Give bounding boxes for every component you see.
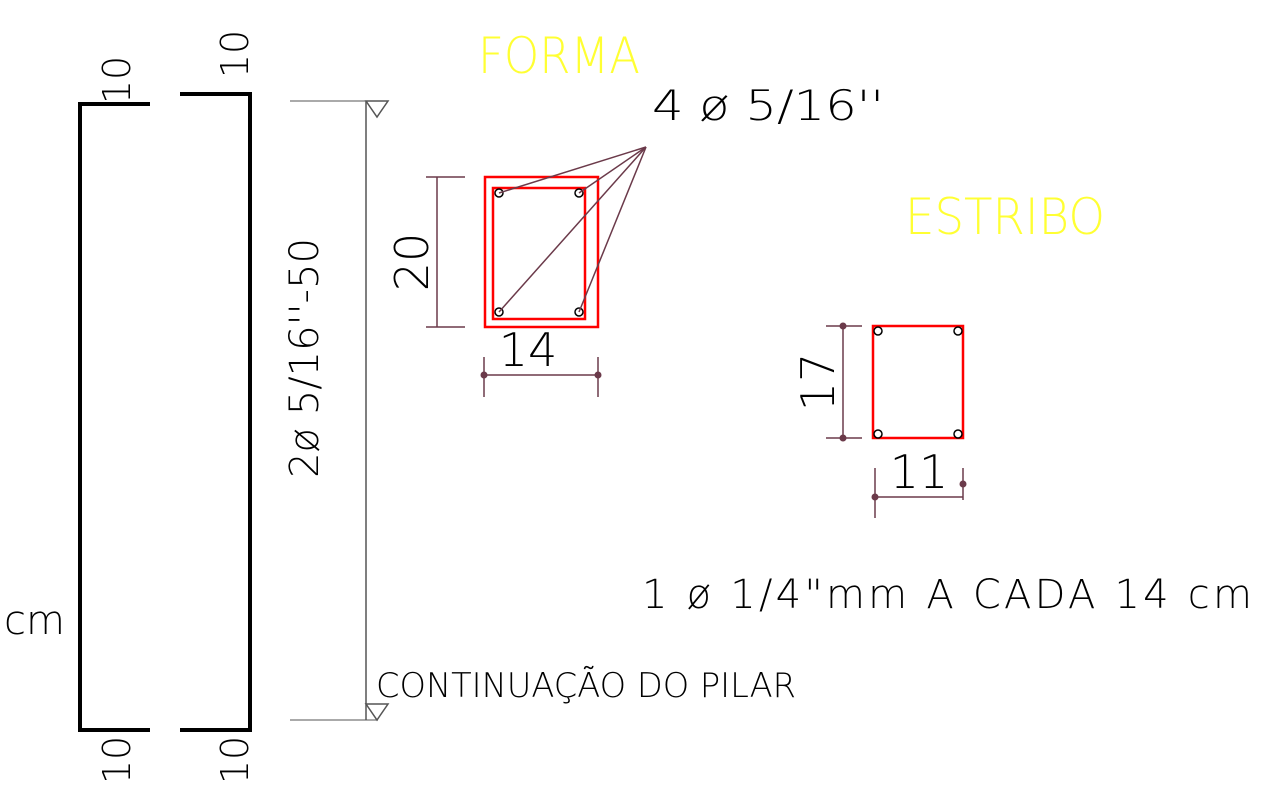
level-line xyxy=(290,100,390,722)
rebar-spec-label: 2ø 5/16''-50 xyxy=(282,238,328,478)
dimension-20-label: 20 xyxy=(385,233,439,292)
hook-length-top-right: 10 xyxy=(213,30,257,78)
rebar-dot-icon xyxy=(873,326,883,336)
hook-length-bottom-right: 10 xyxy=(213,736,257,784)
rebar-elevation xyxy=(78,92,252,732)
hook-length-top-left: 10 xyxy=(95,56,139,104)
dimension-tick-icon xyxy=(871,493,879,501)
rebar-right-bar xyxy=(180,92,252,732)
rebar-dot-icon xyxy=(953,326,963,336)
forma-stirrup xyxy=(491,186,587,321)
rebar-dot-icon xyxy=(873,429,883,439)
dimension-tick-icon xyxy=(839,434,847,442)
dimension-11-label: 11 xyxy=(890,445,949,499)
estribo-stirrup xyxy=(871,324,965,440)
level-marker-bottom-icon xyxy=(364,703,390,722)
unit-cm-label: cm xyxy=(4,598,65,644)
forma-title: FORMA xyxy=(478,27,640,85)
forma-outer-outline xyxy=(483,175,600,329)
rebar-dot-icon xyxy=(953,429,963,439)
dimension-17-label: 17 xyxy=(791,353,845,412)
dimension-tick-icon xyxy=(959,480,967,488)
dimension-tick-icon xyxy=(480,371,488,379)
leader-lines xyxy=(498,146,647,313)
dimension-tick-icon xyxy=(594,371,602,379)
bars-label: 4 ø 5/16'' xyxy=(652,81,884,130)
dimension-20 xyxy=(426,176,465,328)
rebar-left-bar xyxy=(78,102,150,732)
dimension-tick-icon xyxy=(839,322,847,330)
estribo-title: ESTRIBO xyxy=(905,188,1105,246)
estribo-detail xyxy=(871,324,965,440)
level-marker-top-icon xyxy=(364,100,390,119)
continuation-note: CONTINUAÇÃO DO PILAR xyxy=(376,666,796,706)
hook-length-bottom-left: 10 xyxy=(95,736,139,784)
dimension-14-label: 14 xyxy=(499,323,558,377)
forma-cross-section xyxy=(483,146,647,329)
stirrup-spec-label: 1 ø 1/4"mm A CADA 14 cm xyxy=(642,572,1252,618)
